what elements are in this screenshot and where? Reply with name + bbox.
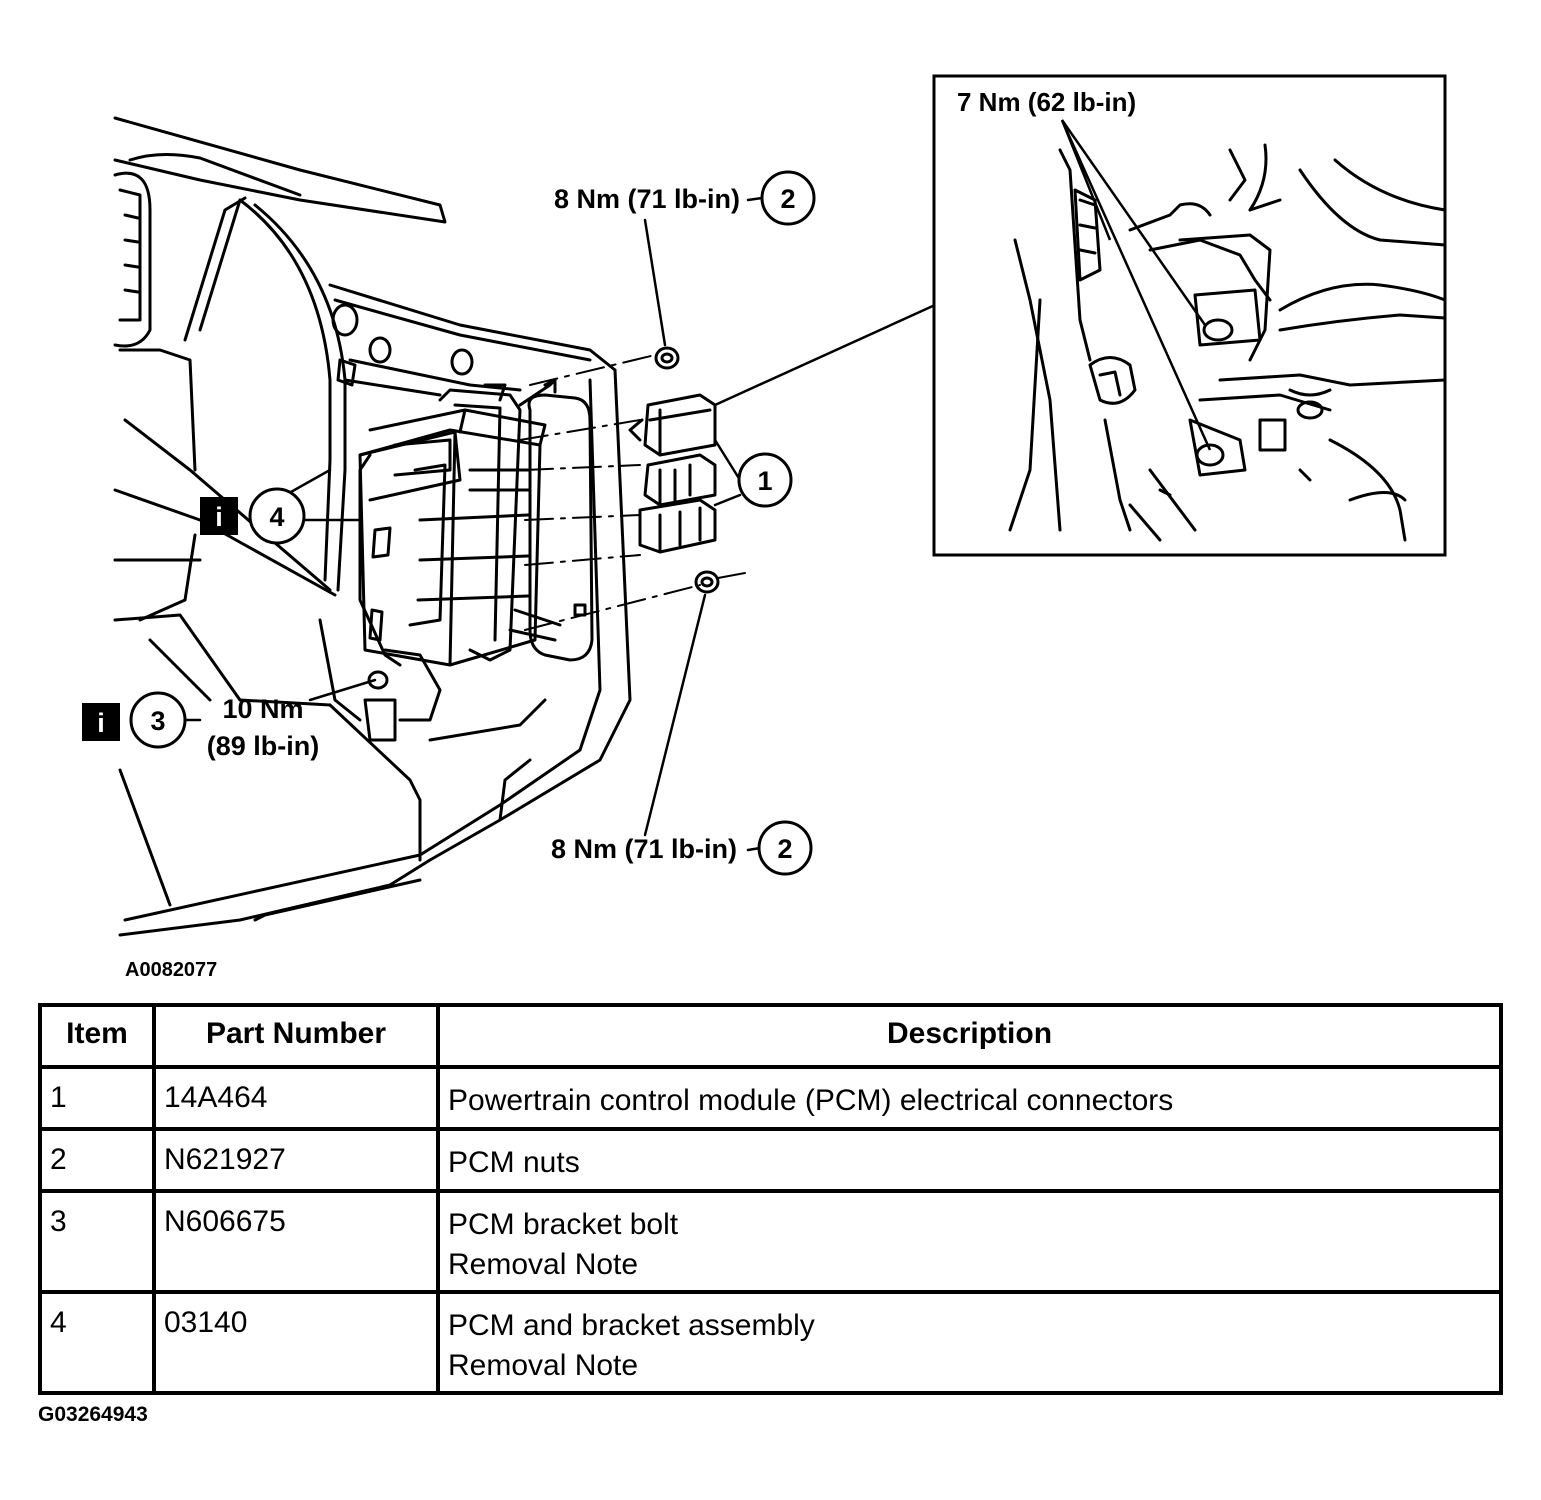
svg-text:i: i — [215, 502, 223, 532]
svg-text:1: 1 — [757, 466, 772, 496]
figure-code: G03264943 — [38, 1403, 148, 1426]
torque-label-bolt-imperial: (89 lb-in) — [207, 731, 320, 761]
table-row: 4 03140 PCM and bracket assembly Removal… — [38, 1290, 1503, 1395]
item-callout-4: 4 — [248, 487, 306, 545]
pcm-nuts — [654, 346, 720, 594]
cell-item: 2 — [38, 1127, 156, 1193]
table-header-row: Item Part Number Description — [38, 1003, 1503, 1069]
description-line: PCM nuts — [448, 1146, 580, 1179]
torque-label-nut-top: 8 Nm (71 lb-in) — [554, 184, 740, 214]
torque-label-nut-bottom: 8 Nm (71 lb-in) — [551, 834, 737, 864]
header-description: Description — [436, 1003, 1503, 1069]
cell-description: PCM bracket bolt Removal Note — [436, 1189, 1503, 1294]
info-icon: i — [200, 497, 238, 535]
description-line: PCM and bracket assembly — [448, 1309, 815, 1342]
assembly-lines — [519, 354, 746, 631]
cell-part-number: 03140 — [152, 1290, 440, 1395]
cell-part-number: 14A464 — [152, 1065, 440, 1131]
cell-item: 3 — [38, 1189, 156, 1294]
cell-part-number: N621927 — [152, 1127, 440, 1193]
info-icon: i — [82, 703, 120, 741]
item-callout-3: 3 — [129, 691, 187, 749]
table-row: 1 14A464 Powertrain control module (PCM)… — [38, 1065, 1503, 1131]
cell-description: Powertrain control module (PCM) electric… — [436, 1065, 1503, 1131]
description-line: Powertrain control module (PCM) electric… — [448, 1084, 1174, 1117]
header-item: Item — [38, 1003, 156, 1069]
pcm-electrical-connectors — [628, 393, 717, 554]
header-part-number: Part Number — [152, 1003, 440, 1069]
pcm-installation-diagram: 8 Nm (71 lb-in) 8 Nm (71 lb-in) 10 Nm (8… — [82, 74, 1447, 981]
torque-label-detail: 7 Nm (62 lb-in) — [957, 87, 1136, 117]
removal-note-link[interactable]: Removal Note — [448, 1349, 639, 1382]
svg-text:2: 2 — [777, 834, 792, 864]
torque-label-bolt: 10 Nm — [222, 694, 303, 724]
detail-leader-lines — [1060, 119, 1212, 451]
illustration-code: A0082077 — [125, 959, 217, 981]
pcm-module — [358, 378, 562, 742]
item-callout-2-top: 2 — [760, 170, 816, 226]
svg-text:i: i — [97, 708, 105, 738]
removal-note-link[interactable]: Removal Note — [448, 1248, 639, 1281]
table-row: 2 N621927 PCM nuts — [38, 1127, 1503, 1193]
cell-description: PCM nuts — [436, 1127, 1503, 1193]
svg-text:2: 2 — [780, 184, 795, 214]
svg-text:3: 3 — [150, 706, 165, 736]
svg-text:4: 4 — [269, 502, 284, 532]
table-row: 3 N606675 PCM bracket bolt Removal Note — [38, 1189, 1503, 1294]
cell-description: PCM and bracket assembly Removal Note — [436, 1290, 1503, 1395]
parts-table: Item Part Number Description 1 14A464 Po… — [38, 1003, 1503, 1395]
vehicle-body-panel — [113, 116, 632, 937]
item-callout-1: 1 — [737, 452, 793, 508]
description-line: PCM bracket bolt — [448, 1208, 679, 1241]
cell-part-number: N606675 — [152, 1189, 440, 1294]
detail-inset — [932, 74, 1447, 557]
cell-item: 1 — [38, 1065, 156, 1131]
item-callout-2-bottom: 2 — [757, 820, 813, 876]
cell-item: 4 — [38, 1290, 156, 1395]
